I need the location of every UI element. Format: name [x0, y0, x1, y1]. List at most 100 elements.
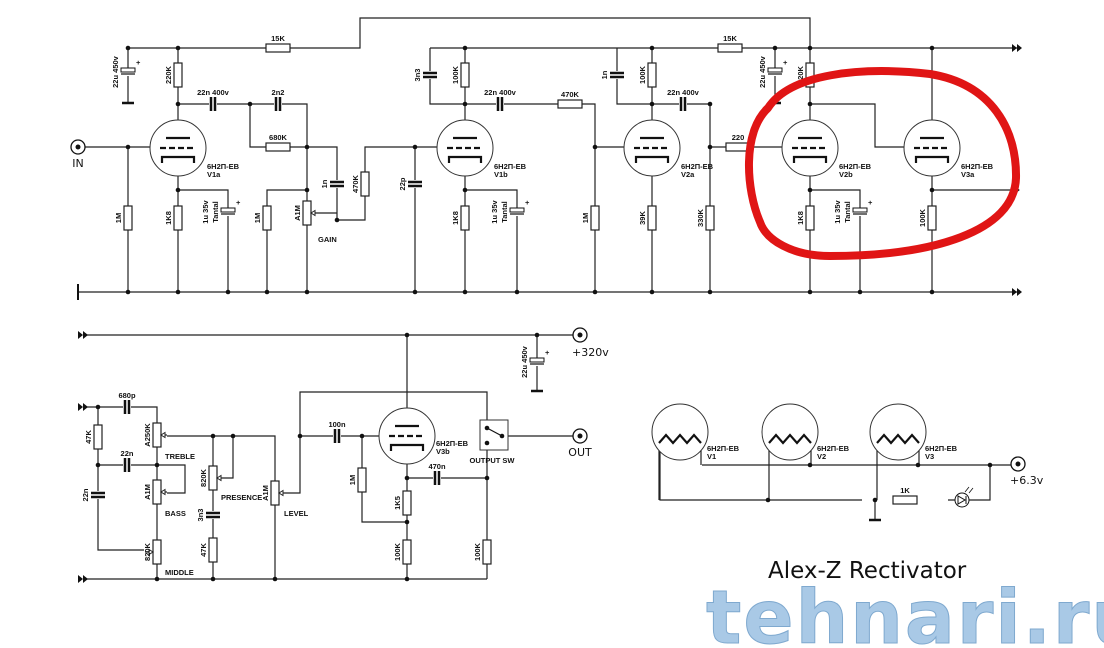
component-label: 470K	[561, 90, 580, 99]
component-label: 2n2	[272, 88, 285, 97]
junction-dot	[929, 45, 935, 51]
junction-dot	[929, 187, 935, 193]
component-label: Tantal	[500, 201, 509, 223]
component-label: 47K	[84, 430, 93, 444]
capacitor-gap	[433, 470, 441, 486]
capacitor-gap	[333, 428, 341, 444]
resistor	[482, 539, 492, 565]
wires-layer	[78, 17, 1020, 580]
connector-arrow-icon	[1012, 288, 1017, 296]
component-label: 22u 450v	[111, 55, 120, 88]
junction-dot	[807, 289, 813, 295]
junction-dot	[404, 332, 410, 338]
resistor	[123, 205, 133, 231]
junction-dot	[534, 332, 540, 338]
resistor	[357, 467, 367, 493]
tube-heater	[761, 403, 819, 461]
junction-dot	[175, 45, 181, 51]
component-label: 100K	[451, 65, 460, 84]
junction-dot	[807, 462, 813, 468]
connector-arrow-icon	[83, 403, 88, 411]
component-label: 15K	[723, 34, 737, 43]
wire	[266, 189, 307, 292]
connector-arrow-icon	[1017, 288, 1022, 296]
junction-dot	[872, 497, 878, 503]
capacitor-plate	[852, 207, 868, 213]
junction-dot	[499, 433, 505, 439]
wire	[84, 406, 158, 423]
component-label: 1n	[320, 179, 329, 188]
tube-cathode	[160, 155, 196, 163]
component-label: 6Н2П-ЕВ	[494, 162, 527, 171]
junction-dot	[247, 101, 253, 107]
junction-dot	[462, 101, 468, 107]
component-label: A1M	[293, 205, 302, 221]
component-label: V3a	[961, 170, 975, 179]
component-label: BASS	[165, 509, 186, 518]
led-diode-icon	[957, 495, 967, 505]
capacitor-gap	[679, 96, 687, 112]
component-label: V1a	[207, 170, 221, 179]
resistor	[262, 205, 272, 231]
capacitor-gap	[329, 180, 345, 188]
component-label: OUT	[568, 446, 592, 459]
capacitor-plate	[529, 357, 545, 363]
resistor	[208, 537, 218, 563]
wire	[307, 146, 338, 220]
pot-wiper-icon	[160, 431, 166, 439]
component-label: 6Н2П-ЕВ	[436, 439, 469, 448]
pot-wiper-icon	[310, 209, 316, 217]
junction-dot	[707, 289, 713, 295]
junction-dot	[404, 519, 410, 525]
terminal-pin	[1015, 461, 1021, 467]
junction-dot	[210, 576, 216, 582]
resistor	[270, 480, 280, 506]
component-label: 47K	[199, 543, 208, 557]
component-label: 220K	[796, 65, 805, 84]
resistor	[557, 99, 583, 109]
connector-arrow-icon	[83, 331, 88, 339]
junction-dot	[95, 462, 101, 468]
capacitor-plate	[220, 207, 236, 213]
component-label: 330K	[696, 208, 705, 227]
junction-dot	[175, 187, 181, 193]
component-label: 6Н2П-ЕВ	[961, 162, 994, 171]
filament-icon	[876, 433, 920, 445]
junction-dot	[462, 289, 468, 295]
junction-dot	[707, 144, 713, 150]
component-label: V1b	[494, 170, 508, 179]
junction-dot	[412, 144, 418, 150]
component-label: 6Н2П-ЕВ	[207, 162, 240, 171]
component-label: IN	[72, 157, 83, 170]
resistor	[173, 62, 183, 88]
capacitor-gap	[422, 71, 438, 79]
polarity-plus-icon: +	[868, 198, 873, 207]
component-label: 100K	[393, 542, 402, 561]
component-label: 100K	[473, 542, 482, 561]
component-label: A1M	[143, 484, 152, 500]
wire	[167, 435, 276, 579]
capacitor-gap	[205, 511, 221, 519]
component-label: 1u 35v	[201, 200, 210, 224]
connector-arrow-icon	[83, 575, 88, 583]
junction-dot	[857, 289, 863, 295]
component-label: 1K8	[796, 211, 805, 225]
wire	[659, 442, 862, 501]
capacitor-plate	[509, 207, 525, 213]
capacitor-gap	[496, 96, 504, 112]
pot-wiper-icon	[216, 474, 222, 482]
component-label: 6Н2П-ЕВ	[839, 162, 872, 171]
component-label: 22n 400v	[667, 88, 700, 97]
junction-dot	[462, 45, 468, 51]
connector-arrow-icon	[78, 403, 83, 411]
component-label: 22n	[81, 488, 90, 501]
resistor	[360, 171, 370, 197]
junction-dot	[807, 187, 813, 193]
junction-dot	[807, 45, 813, 51]
pot-wiper-icon	[148, 548, 154, 556]
polarity-plus-icon: +	[525, 198, 530, 207]
junction-dot	[272, 576, 278, 582]
junction-dot	[649, 101, 655, 107]
